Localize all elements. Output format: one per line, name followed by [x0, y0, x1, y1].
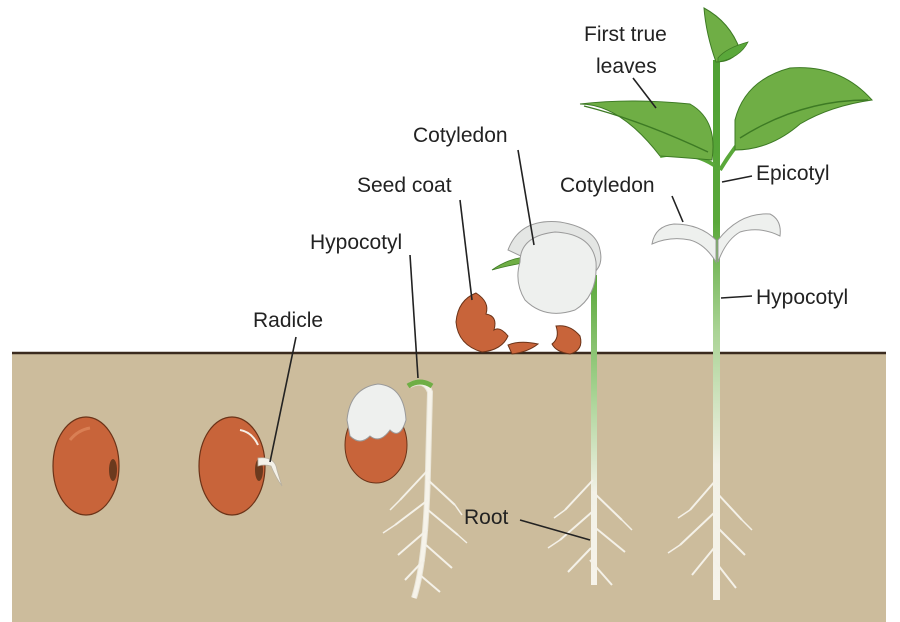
label-hypocotyl-3: Hypocotyl	[310, 231, 402, 254]
bean-seed-icon	[52, 416, 120, 516]
mature-plant-icon	[579, 7, 873, 600]
label-radicle: Radicle	[253, 309, 323, 332]
label-first-true-leaves-line1: First true	[584, 23, 667, 46]
leader-hypocotyl-3	[409, 254, 419, 379]
leader-root	[519, 519, 591, 541]
radicle-icon	[257, 457, 283, 487]
label-hypocotyl-5: Hypocotyl	[756, 286, 848, 309]
seed-coat-fragments-icon	[455, 292, 582, 355]
leader-cotyledon-4	[671, 195, 684, 223]
label-cotyledon-4: Cotyledon	[560, 174, 655, 197]
label-cotyledon-3: Cotyledon	[413, 124, 508, 147]
leader-radicle	[269, 336, 297, 463]
leader-hypocotyl-5	[720, 295, 753, 299]
soil	[12, 353, 886, 622]
label-first-true-leaves-line2: leaves	[596, 55, 657, 78]
label-epicotyl: Epicotyl	[756, 162, 830, 185]
sprouting-seed-icon	[198, 416, 283, 516]
leader-first-true-leaves	[632, 77, 657, 109]
leader-seed-coat	[459, 199, 473, 301]
leader-cotyledon-3	[517, 149, 535, 246]
seedling-underground-icon	[344, 379, 468, 599]
label-root: Root	[464, 506, 509, 529]
young-plant-icon	[491, 221, 633, 586]
label-seed-coat: Seed coat	[357, 174, 452, 197]
leader-epicotyl	[721, 175, 753, 183]
